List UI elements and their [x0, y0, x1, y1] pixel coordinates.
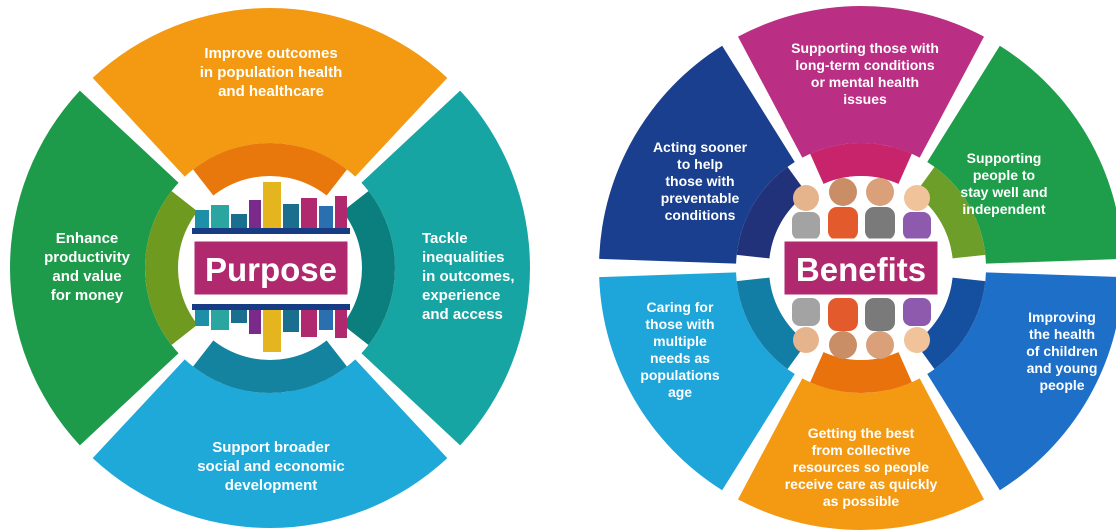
purpose-wheel: Improve outcomes in population health and …: [9, 7, 531, 529]
benefits-wheel-segment-top-label-line: long-term conditions: [795, 57, 934, 73]
purpose-wheel-segment-right-label-line: Tackle: [422, 230, 468, 247]
benefits-wheel-segment-top-right-outer-band: [927, 45, 1116, 264]
purpose-wheel-segment-left-label-line: for money: [51, 287, 124, 304]
benefits-wheel-segment-bottom-label-line: as possible: [823, 493, 899, 509]
people-top-illustration: [792, 178, 931, 240]
purpose-wheel-segment-left-label: Enhance productivity and value for money: [44, 230, 130, 304]
benefits-wheel-segment-top-left-label-line: preventable: [661, 190, 740, 206]
benefits-wheel-segment-top-left-inner-band: [736, 166, 807, 259]
purpose-wheel-segment-top-label-line: in population health: [200, 64, 343, 81]
purpose-wheel-segment-top-inner-band: [193, 143, 347, 198]
benefits-wheel-segment-bottom-right-label-line: people: [1039, 377, 1084, 393]
benefits-wheel-segment-bottom-right-label-line: the health: [1029, 326, 1095, 342]
benefits-wheel-segment-bottom-inner-band: [810, 352, 912, 394]
purpose-wheel-segment-right-label-line: experience: [422, 287, 500, 304]
purpose-wheel-segment-left-inner-band: [145, 191, 200, 345]
benefits-label-banner: [781, 238, 941, 298]
benefits-wheel-segment-bottom-right-inner-band: [915, 277, 986, 370]
purpose-wheel-segment-right-label-line: inequalities: [422, 249, 505, 266]
purpose-wheel-segment-top-outer-band: [92, 7, 448, 177]
benefits-wheel-segment-top-left-label-line: conditions: [665, 207, 736, 223]
benefits-wheel-segment-top-left-label-line: Acting sooner: [653, 139, 748, 155]
purpose-wheel-segment-top-label-line: Improve outcomes: [204, 45, 337, 62]
purpose-wheel-segment-left-label-line: Enhance: [56, 230, 119, 247]
purpose-center-label: Purpose: [205, 251, 337, 288]
purpose-wheel-segment-top-label-line: and healthcare: [218, 83, 324, 100]
benefits-wheel-segment-bottom-right-outer-band: [927, 272, 1116, 491]
benefits-wheel-segment-top-left-label-line: to help: [677, 156, 723, 172]
benefits-wheel-segment-bottom-label-line: receive care as quickly: [785, 476, 938, 492]
benefits-wheel-segment-bottom-left-label-line: Caring for: [647, 299, 714, 315]
purpose-wheel-segment-right: Tackle inequalities in outcomes, experience…: [340, 90, 531, 446]
benefits-wheel-segment-top-inner-band: [810, 143, 912, 184]
purpose-wheel-segment-right-label: Tackle inequalities in outcomes, experience…: [422, 230, 515, 323]
benefits-wheel-segment-top-outer-band: [737, 6, 985, 158]
benefits-wheel-segment-bottom-left-label-line: populations: [640, 367, 720, 383]
benefits-center-label: Benefits: [796, 251, 926, 288]
purpose-wheel-segment-left-outer-band: [9, 90, 179, 446]
purpose-wheel-segment-bottom-outer-band: [92, 359, 448, 529]
benefits-wheel-segment-bottom-left-outer-band: [599, 272, 795, 491]
benefits-center: Benefits: [769, 176, 953, 360]
purpose-wheel-segment-right-inner-band: [340, 191, 396, 345]
benefits-wheel-segment-bottom-outer-band: [737, 378, 985, 530]
benefits-wheel-segment-top-right-label-line: Supporting: [967, 150, 1042, 166]
purpose-wheel-segment-bottom: Support broader social and economic develo…: [92, 338, 448, 529]
benefits-wheel-segment-bottom-left-label-line: age: [668, 384, 692, 400]
purpose-wheel-segment-bottom-label-line: development: [225, 477, 318, 494]
purpose-center: Purpose: [178, 176, 362, 360]
people-bottom-illustration: [792, 298, 931, 359]
benefits-wheel-segment-top-right-inner-band: [915, 166, 986, 259]
benefits-wheel-segment-bottom-right-label-line: and young: [1027, 360, 1098, 376]
benefits-wheel-segment-top-label-line: Supporting those with: [791, 40, 939, 56]
benefits-wheel-segment-top-label-line: issues: [843, 91, 887, 107]
purpose-wheel-segment-top-label: Improve outcomes in population health and …: [200, 45, 343, 100]
purpose-wheel-segment-right-outer-band: [361, 90, 531, 446]
benefits-wheel-segment-top-label-line: or mental health: [811, 74, 919, 90]
purpose-houses-top-illustration: [192, 182, 350, 234]
benefits-wheel-segment-top-left-label-line: those with: [665, 173, 734, 189]
purpose-label-banner: [191, 238, 351, 298]
benefits-wheel-segment-top-left-outer-band: [599, 45, 795, 264]
benefits-wheel-segment-bottom-left-label-line: needs as: [650, 350, 710, 366]
purpose-wheel-segment-bottom-label-line: Support broader: [212, 439, 330, 456]
benefits-wheel-segment-bottom-label-line: from collective: [812, 442, 911, 458]
benefits-wheel-segment-top-right-label-line: stay well and: [960, 184, 1047, 200]
purpose-wheel-segment-left-label-line: and value: [52, 268, 121, 285]
purpose-wheel-segment-bottom-inner-band: [193, 338, 347, 393]
purpose-houses-bottom-illustration: [192, 304, 350, 352]
benefits-wheel-segment-top-right-label-line: independent: [962, 201, 1046, 217]
purpose-wheel-segment-left: Enhance productivity and value for money: [9, 90, 200, 446]
benefits-wheel-segment-bottom-right-label-line: of children: [1026, 343, 1098, 359]
benefits-wheel-segment-bottom-right-label-line: Improving: [1028, 309, 1096, 325]
purpose-wheel-segment-top: Improve outcomes in population health and …: [92, 7, 448, 198]
benefits-wheel-segment-bottom-left-label-line: those with: [645, 316, 714, 332]
benefits-wheel-segment-bottom-left-label-line: multiple: [653, 333, 707, 349]
purpose-wheel-segment-bottom-label: Support broader social and economic develo…: [197, 439, 345, 494]
benefits-wheel-segment-top-right-label-line: people to: [973, 167, 1035, 183]
purpose-wheel-segment-right-label-line: in outcomes,: [422, 268, 515, 285]
purpose-wheel-segment-right-label-line: and access: [422, 306, 503, 323]
benefits-wheel-segment-bottom-left-inner-band: [736, 277, 807, 370]
purpose-wheel-segment-left-label-line: productivity: [44, 249, 130, 266]
purpose-wheel-segment-bottom-label-line: social and economic: [197, 458, 345, 475]
benefits-wheel-segment-bottom-label-line: resources so people: [793, 459, 929, 475]
benefits-wheel-segment-bottom-label-line: Getting the best: [808, 425, 915, 441]
